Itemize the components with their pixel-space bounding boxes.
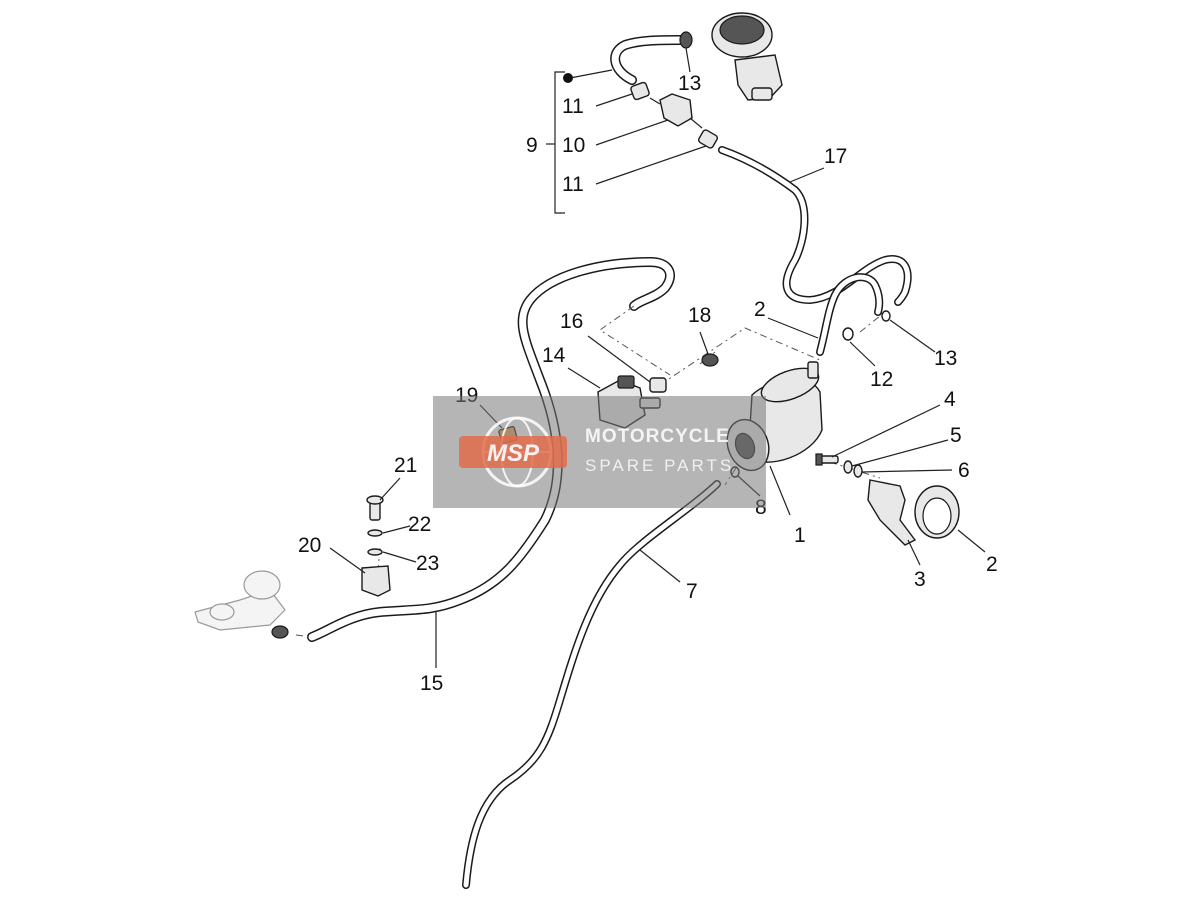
callout-14: 14 <box>542 344 566 367</box>
msp-logo-text: MSP <box>487 440 540 467</box>
callout-2-lower: 2 <box>986 553 998 576</box>
throttle-body <box>194 570 289 639</box>
callout-7: 7 <box>686 580 698 603</box>
callout-20: 20 <box>298 534 321 557</box>
callout-17: 17 <box>824 145 847 168</box>
filler-cap <box>711 12 783 101</box>
watermark-line-2: SPARE PARTS <box>585 456 735 475</box>
fitting-16 <box>649 377 667 393</box>
clamp-2-lower <box>914 485 960 539</box>
washer-23 <box>367 548 383 556</box>
fitting-11-a <box>630 81 650 101</box>
hose-9-top <box>610 35 685 85</box>
fitting-11-b <box>697 129 719 149</box>
hose-2-upper <box>816 273 884 356</box>
bracket-3 <box>867 479 917 546</box>
ring-12 <box>842 327 854 341</box>
washer-5 <box>843 460 853 474</box>
callout-4: 4 <box>944 388 956 411</box>
ring-13-right <box>881 310 891 322</box>
callout-22: 22 <box>408 513 431 536</box>
callout-10: 10 <box>562 134 585 157</box>
callout-16: 16 <box>560 310 583 333</box>
valve-10 <box>649 93 703 129</box>
callout-5: 5 <box>950 424 962 447</box>
clamp-18 <box>701 353 719 367</box>
watermark-line-1: MOTORCYCLE <box>585 426 730 447</box>
callout-3: 3 <box>914 568 926 591</box>
callout-9: 9 <box>526 134 538 157</box>
hose-17 <box>718 146 912 306</box>
callout-13-top: 13 <box>678 72 701 95</box>
callout-21: 21 <box>394 454 417 477</box>
washer-22 <box>367 529 383 537</box>
callout-11-lower: 11 <box>562 173 584 196</box>
clamp-13-top <box>679 31 693 49</box>
bracket-20 <box>361 565 391 597</box>
callout-18: 18 <box>688 304 711 327</box>
msp-logo: MSP <box>459 416 567 488</box>
callout-11-upper: 11 <box>562 95 584 118</box>
callout-12: 12 <box>870 368 893 391</box>
leader-lines <box>329 47 986 668</box>
callout-6: 6 <box>958 459 970 482</box>
callout-23: 23 <box>416 552 439 575</box>
callouts: 9 11 10 11 13 17 2 18 16 14 13 12 19 4 5… <box>298 72 998 695</box>
bolt-4 <box>815 453 839 466</box>
watermark: MSP MOTORCYCLE SPARE PARTS <box>433 396 766 508</box>
callout-1: 1 <box>794 524 806 547</box>
hose-7 <box>462 480 721 889</box>
callout-15: 15 <box>420 672 443 695</box>
callout-2-upper: 2 <box>754 298 766 321</box>
screw-21 <box>366 495 384 521</box>
callout-13-right: 13 <box>934 347 957 370</box>
washer-6 <box>853 464 863 478</box>
